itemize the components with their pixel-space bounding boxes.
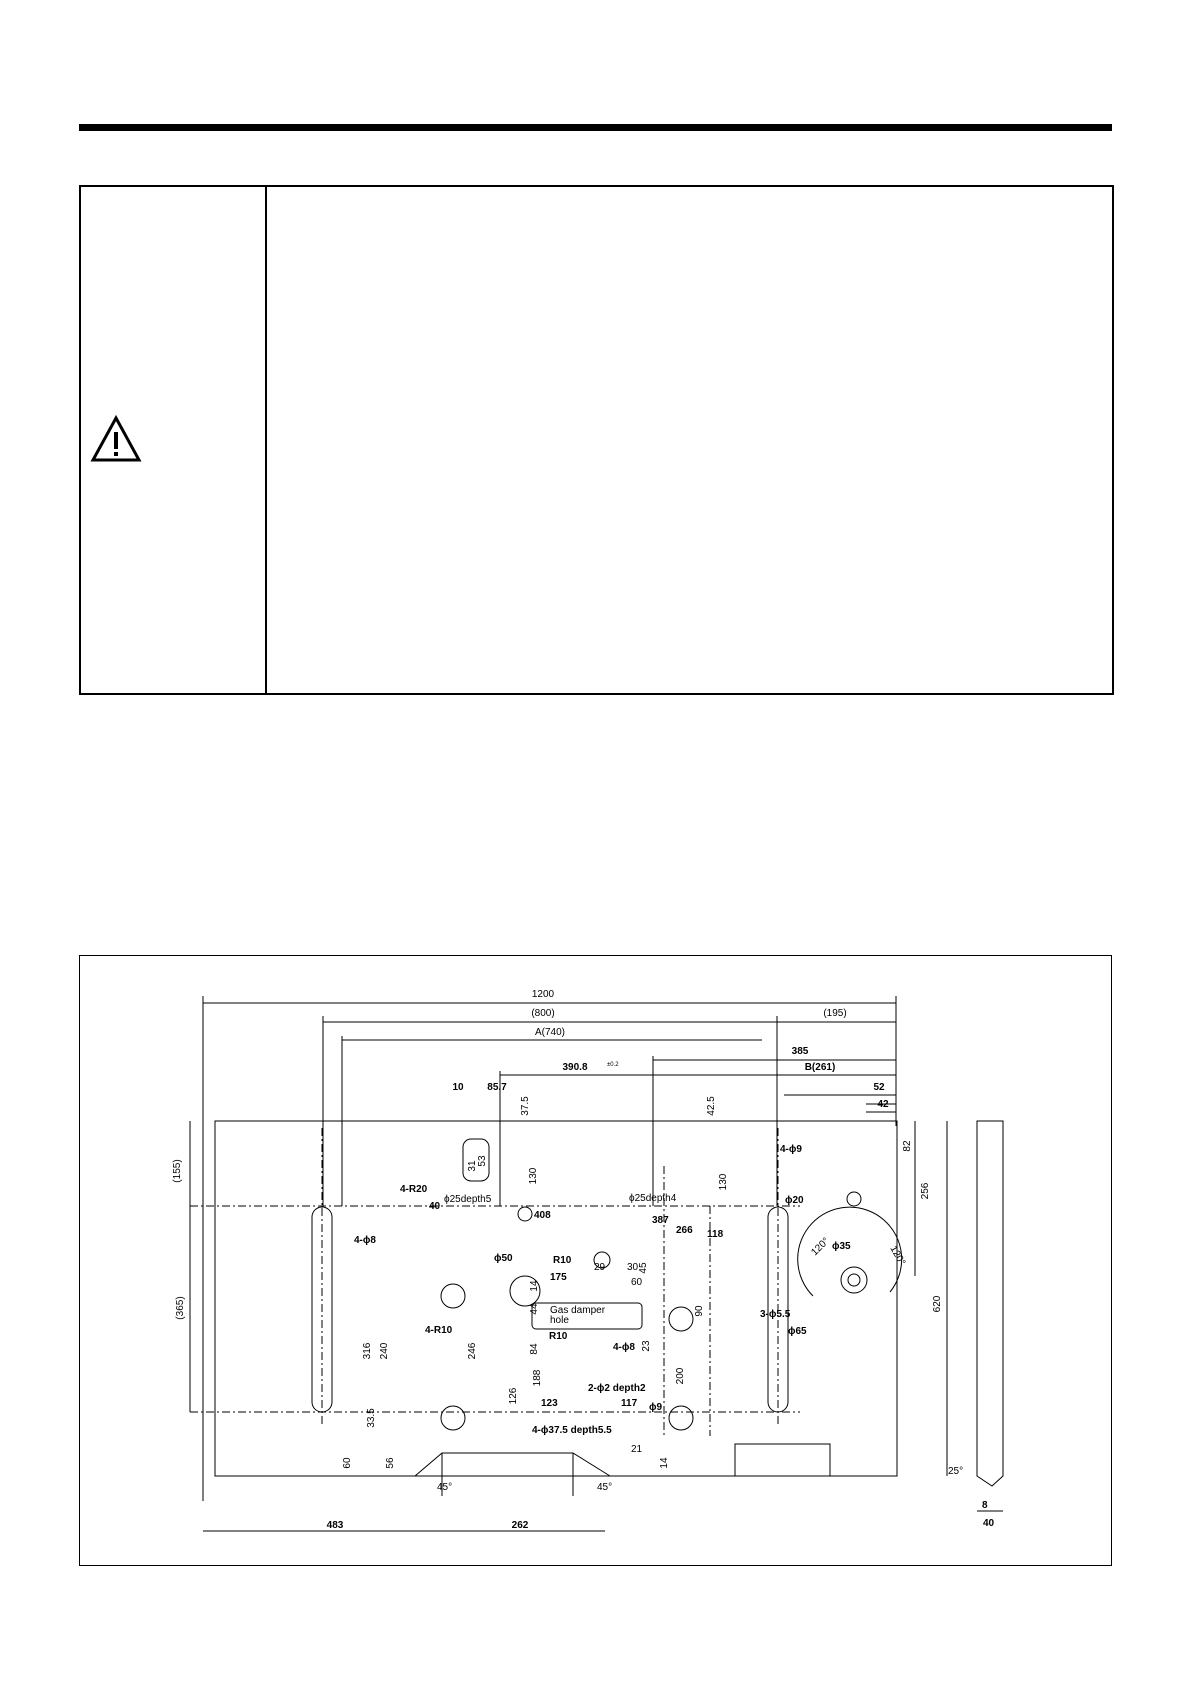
dim-2phi2-depth2: 2-ϕ2 depth2: [588, 1383, 646, 1394]
dim-phi9: ϕ9: [649, 1402, 662, 1413]
dim-10: 10: [452, 1082, 464, 1093]
dim-4phi8: 4-ϕ8: [354, 1235, 376, 1246]
caution-box: [79, 185, 1114, 695]
dim-408: 408: [534, 1210, 551, 1221]
dim-483: 483: [327, 1520, 344, 1531]
dim-266: 266: [676, 1225, 693, 1236]
dim-4phi9: 4-ϕ9: [780, 1144, 802, 1155]
dim-33-5: 33.5: [366, 1408, 377, 1428]
dim-37-5: 37.5: [520, 1096, 531, 1116]
dim-8: 8: [982, 1500, 988, 1511]
dim-120b: 120°: [887, 1244, 907, 1267]
dim-85-7: 85.7: [487, 1082, 507, 1093]
dim-1200: 1200: [532, 989, 555, 1000]
dim-14a: 14: [529, 1280, 540, 1292]
dim-29: 29: [594, 1262, 606, 1273]
dim-45deg-a: 45°: [437, 1482, 452, 1493]
dim-188: 188: [532, 1369, 543, 1386]
dim-phi35: ϕ35: [832, 1241, 851, 1252]
dim-316: 316: [362, 1342, 373, 1359]
dim-4phi8b: 4-ϕ8: [613, 1342, 635, 1353]
dim-155: (155): [172, 1159, 183, 1182]
dim-tol-390: ±0.2: [607, 1062, 619, 1068]
dim-3phi5-5: 3-ϕ5.5: [760, 1309, 791, 1320]
dim-240: 240: [379, 1342, 390, 1359]
dim-117: 117: [621, 1398, 638, 1409]
dim-r10a: R10: [553, 1255, 572, 1266]
dim-195: (195): [823, 1008, 846, 1019]
dim-246: 246: [467, 1342, 478, 1359]
dim-45: 45: [638, 1262, 649, 1274]
dim-387: 387: [652, 1215, 669, 1226]
dim-123: 123: [541, 1398, 558, 1409]
table-drawing: 1200 (800) (195) A(740) 385 390.8 ±0.2 B…: [79, 955, 1112, 1566]
dim-45deg-b: 45°: [597, 1482, 612, 1493]
dim-b261: B(261): [805, 1062, 836, 1073]
dim-40: 40: [429, 1201, 441, 1212]
dim-56: 56: [385, 1457, 396, 1469]
dim-14b: 14: [659, 1457, 670, 1469]
dim-256: 256: [920, 1182, 931, 1199]
dim-r10b: R10: [549, 1331, 568, 1342]
dim-phi50: ϕ50: [494, 1253, 513, 1264]
dim-60b: 60: [342, 1457, 353, 1469]
dim-40b: 40: [983, 1518, 995, 1529]
dim-53: 53: [477, 1155, 488, 1167]
dim-42-5: 42.5: [706, 1096, 717, 1116]
caution-text-area: [275, 187, 1112, 693]
dim-phi20: ϕ20: [785, 1195, 804, 1206]
dim-30: 30: [627, 1262, 639, 1273]
dim-phi25-depth4: ϕ25depth4: [629, 1193, 677, 1204]
gas-damper-hole-label: hole: [550, 1315, 569, 1326]
dim-120a: 120°: [809, 1236, 831, 1258]
dim-82: 82: [902, 1140, 913, 1152]
dim-130a: 130: [528, 1167, 539, 1184]
table-drawing-svg: 1200 (800) (195) A(740) 385 390.8 ±0.2 B…: [172, 989, 1004, 1532]
dim-4r20: 4-R20: [400, 1184, 428, 1195]
dim-25deg: 25°: [948, 1466, 963, 1477]
warning-icon: [90, 415, 142, 462]
dim-175: 175: [550, 1272, 567, 1283]
dim-4r10: 4-R10: [425, 1325, 453, 1336]
dim-385: 385: [792, 1046, 809, 1057]
dim-a740: A(740): [535, 1027, 565, 1038]
dim-800: (800): [531, 1008, 554, 1019]
dim-262: 262: [512, 1520, 529, 1531]
dim-84: 84: [529, 1343, 540, 1355]
caution-icon-column: [81, 187, 267, 693]
dim-200: 200: [675, 1367, 686, 1384]
dim-23: 23: [641, 1340, 652, 1352]
dim-44: 44: [529, 1303, 540, 1315]
dim-21: 21: [631, 1444, 643, 1455]
dim-126: 126: [508, 1387, 519, 1404]
dim-4phi37-5: 4-ϕ37.5 depth5.5: [532, 1425, 612, 1436]
dim-620: 620: [932, 1295, 943, 1312]
dim-365: (365): [175, 1296, 186, 1319]
dim-52: 52: [873, 1082, 885, 1093]
dim-130b: 130: [718, 1173, 729, 1190]
dim-phi25-depth5: ϕ25depth5: [444, 1194, 492, 1205]
dim-31: 31: [467, 1160, 478, 1172]
dim-118: 118: [707, 1229, 724, 1240]
dim-60: 60: [631, 1277, 643, 1288]
top-rule: [79, 124, 1112, 131]
dim-42: 42: [877, 1099, 889, 1110]
gas-damper-label: Gas damper: [550, 1305, 606, 1316]
dim-90: 90: [694, 1305, 705, 1317]
dim-phi65: ϕ65: [788, 1326, 807, 1337]
table-outline: [214, 1120, 898, 1477]
dim-390-8: 390.8: [562, 1062, 587, 1073]
